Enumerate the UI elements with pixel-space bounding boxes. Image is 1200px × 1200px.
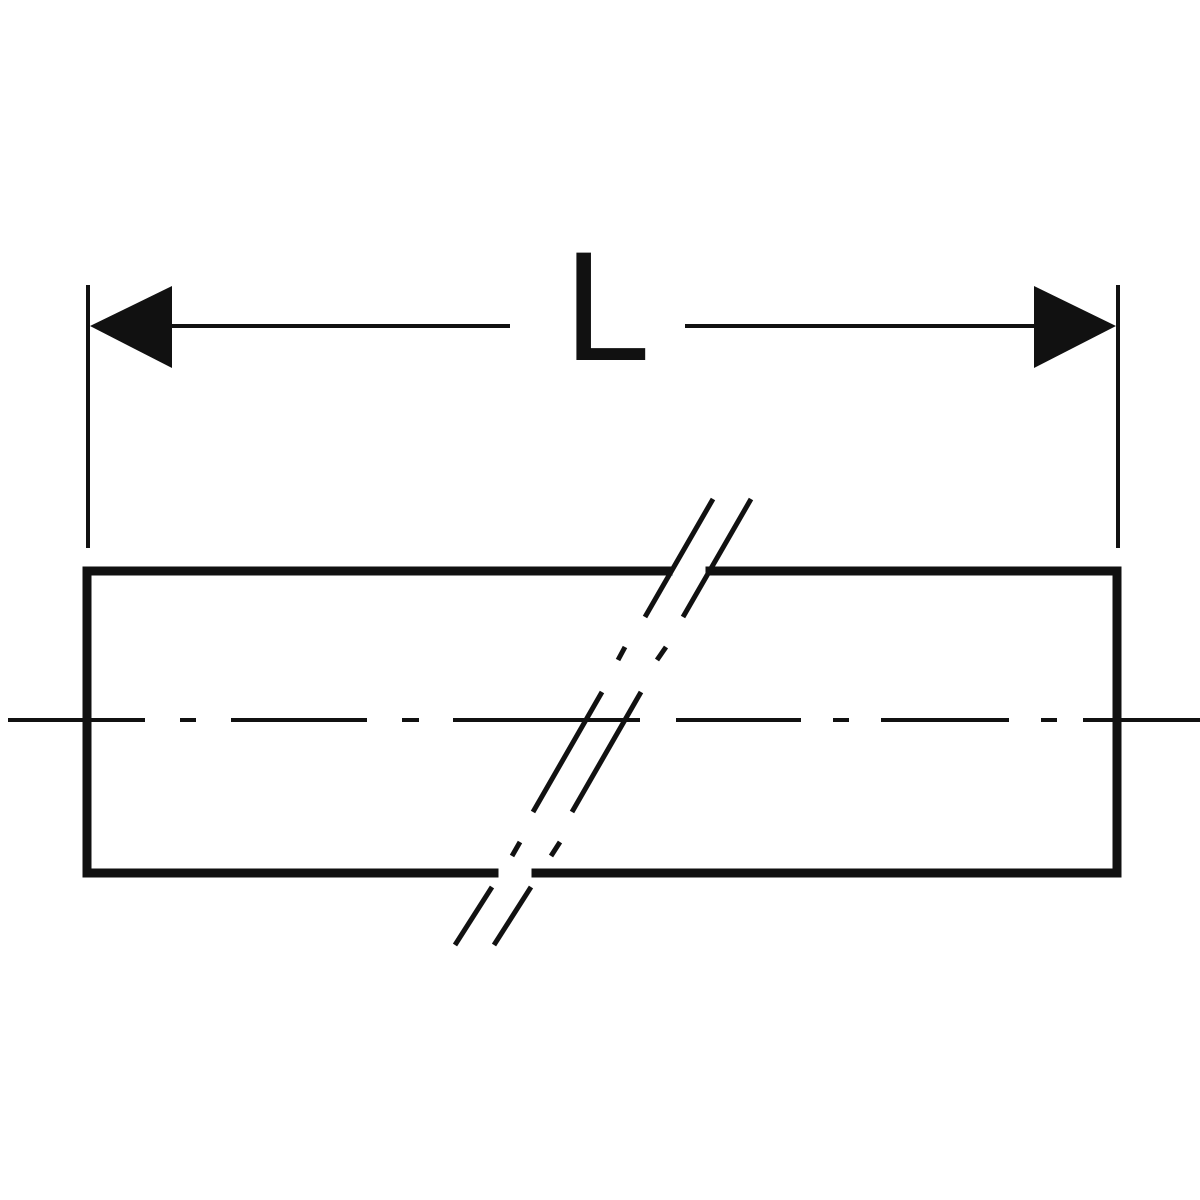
arrowhead-left-icon — [90, 286, 172, 368]
extension-lines — [86, 285, 1120, 548]
dimension-label: L — [563, 220, 651, 394]
arrowhead-right-icon — [1034, 286, 1116, 368]
break-symbol — [452, 497, 754, 947]
